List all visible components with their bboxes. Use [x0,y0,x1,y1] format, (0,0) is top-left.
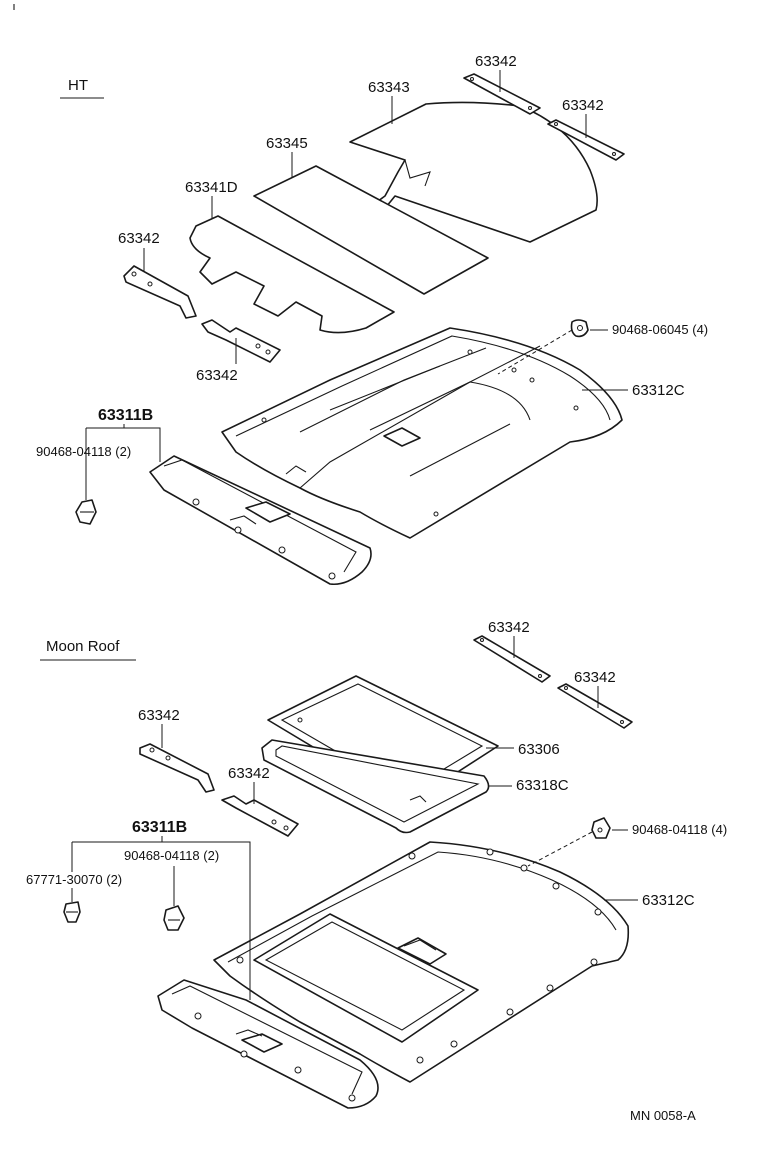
clip-90468-04118-icon[interactable] [75,499,97,525]
leader-dashed [527,831,593,867]
section-title-ht: HT [68,77,88,94]
part-63342-plate-mr-left[interactable] [139,743,215,793]
part-63342-plate-lower[interactable] [201,319,281,363]
clip-90468-06045-icon[interactable] [570,319,589,338]
label-63345: 63345 [266,135,308,152]
part-63342-plate-left[interactable] [123,265,197,319]
label-63311B: 63311B [98,407,153,424]
part-63311B-trim-mr[interactable] [157,979,379,1109]
label-63343: 63343 [368,79,410,96]
label-63341D: 63341D [185,179,238,196]
leader-dashed [497,329,573,375]
part-63312C-headliner-mr[interactable] [213,841,630,1083]
part-63342-strip-right[interactable] [547,119,625,161]
part-63342-strip-top[interactable] [463,73,541,115]
leader [72,841,251,1000]
label-90468-06045: 90468-06045 (4) [612,322,708,337]
part-63318C-seal[interactable] [261,739,490,834]
figure-code: MN 0058-A [630,1108,696,1123]
label-mr-63342-b: 63342 [574,669,616,686]
label-63312C: 63312C [632,382,685,399]
clip-67771-30070-icon[interactable] [63,901,81,923]
label-63342-b: 63342 [562,97,604,114]
label-mr-90468-04118-left: 90468-04118 (2) [124,848,219,863]
leader [86,427,161,462]
label-90468-04118-ht: 90468-04118 (2) [36,444,131,459]
label-63342-a: 63342 [475,53,517,70]
label-mr-63311B: 63311B [132,819,187,836]
part-63345-sheet[interactable] [253,165,489,295]
label-mr-63306: 63306 [518,741,560,758]
label-mr-63342-c: 63342 [138,707,180,724]
label-mr-63318C: 63318C [516,777,569,794]
clip-90468-04118-right-icon[interactable] [591,817,611,839]
label-mr-90468-04118-right: 90468-04118 (4) [632,822,727,837]
label-63342-d: 63342 [196,367,238,384]
part-63342-strip-mr-top[interactable] [473,635,551,683]
part-63342-strip-mr-right[interactable] [557,683,633,729]
label-mr-63342-a: 63342 [488,619,530,636]
label-mr-67771-30070: 67771-30070 (2) [26,872,122,887]
part-63312C-headliner[interactable] [221,327,623,539]
section-title-moon-roof: Moon Roof [46,638,120,655]
clip-90468-04118-left-icon[interactable] [163,905,185,931]
part-63311B-trim[interactable] [149,455,372,586]
label-mr-63342-d: 63342 [228,765,270,782]
part-63341D-insulator[interactable] [189,215,395,334]
label-mr-63312C: 63312C [642,892,695,909]
part-63342-plate-mr-lower[interactable] [221,795,299,837]
label-63342-c: 63342 [118,230,160,247]
